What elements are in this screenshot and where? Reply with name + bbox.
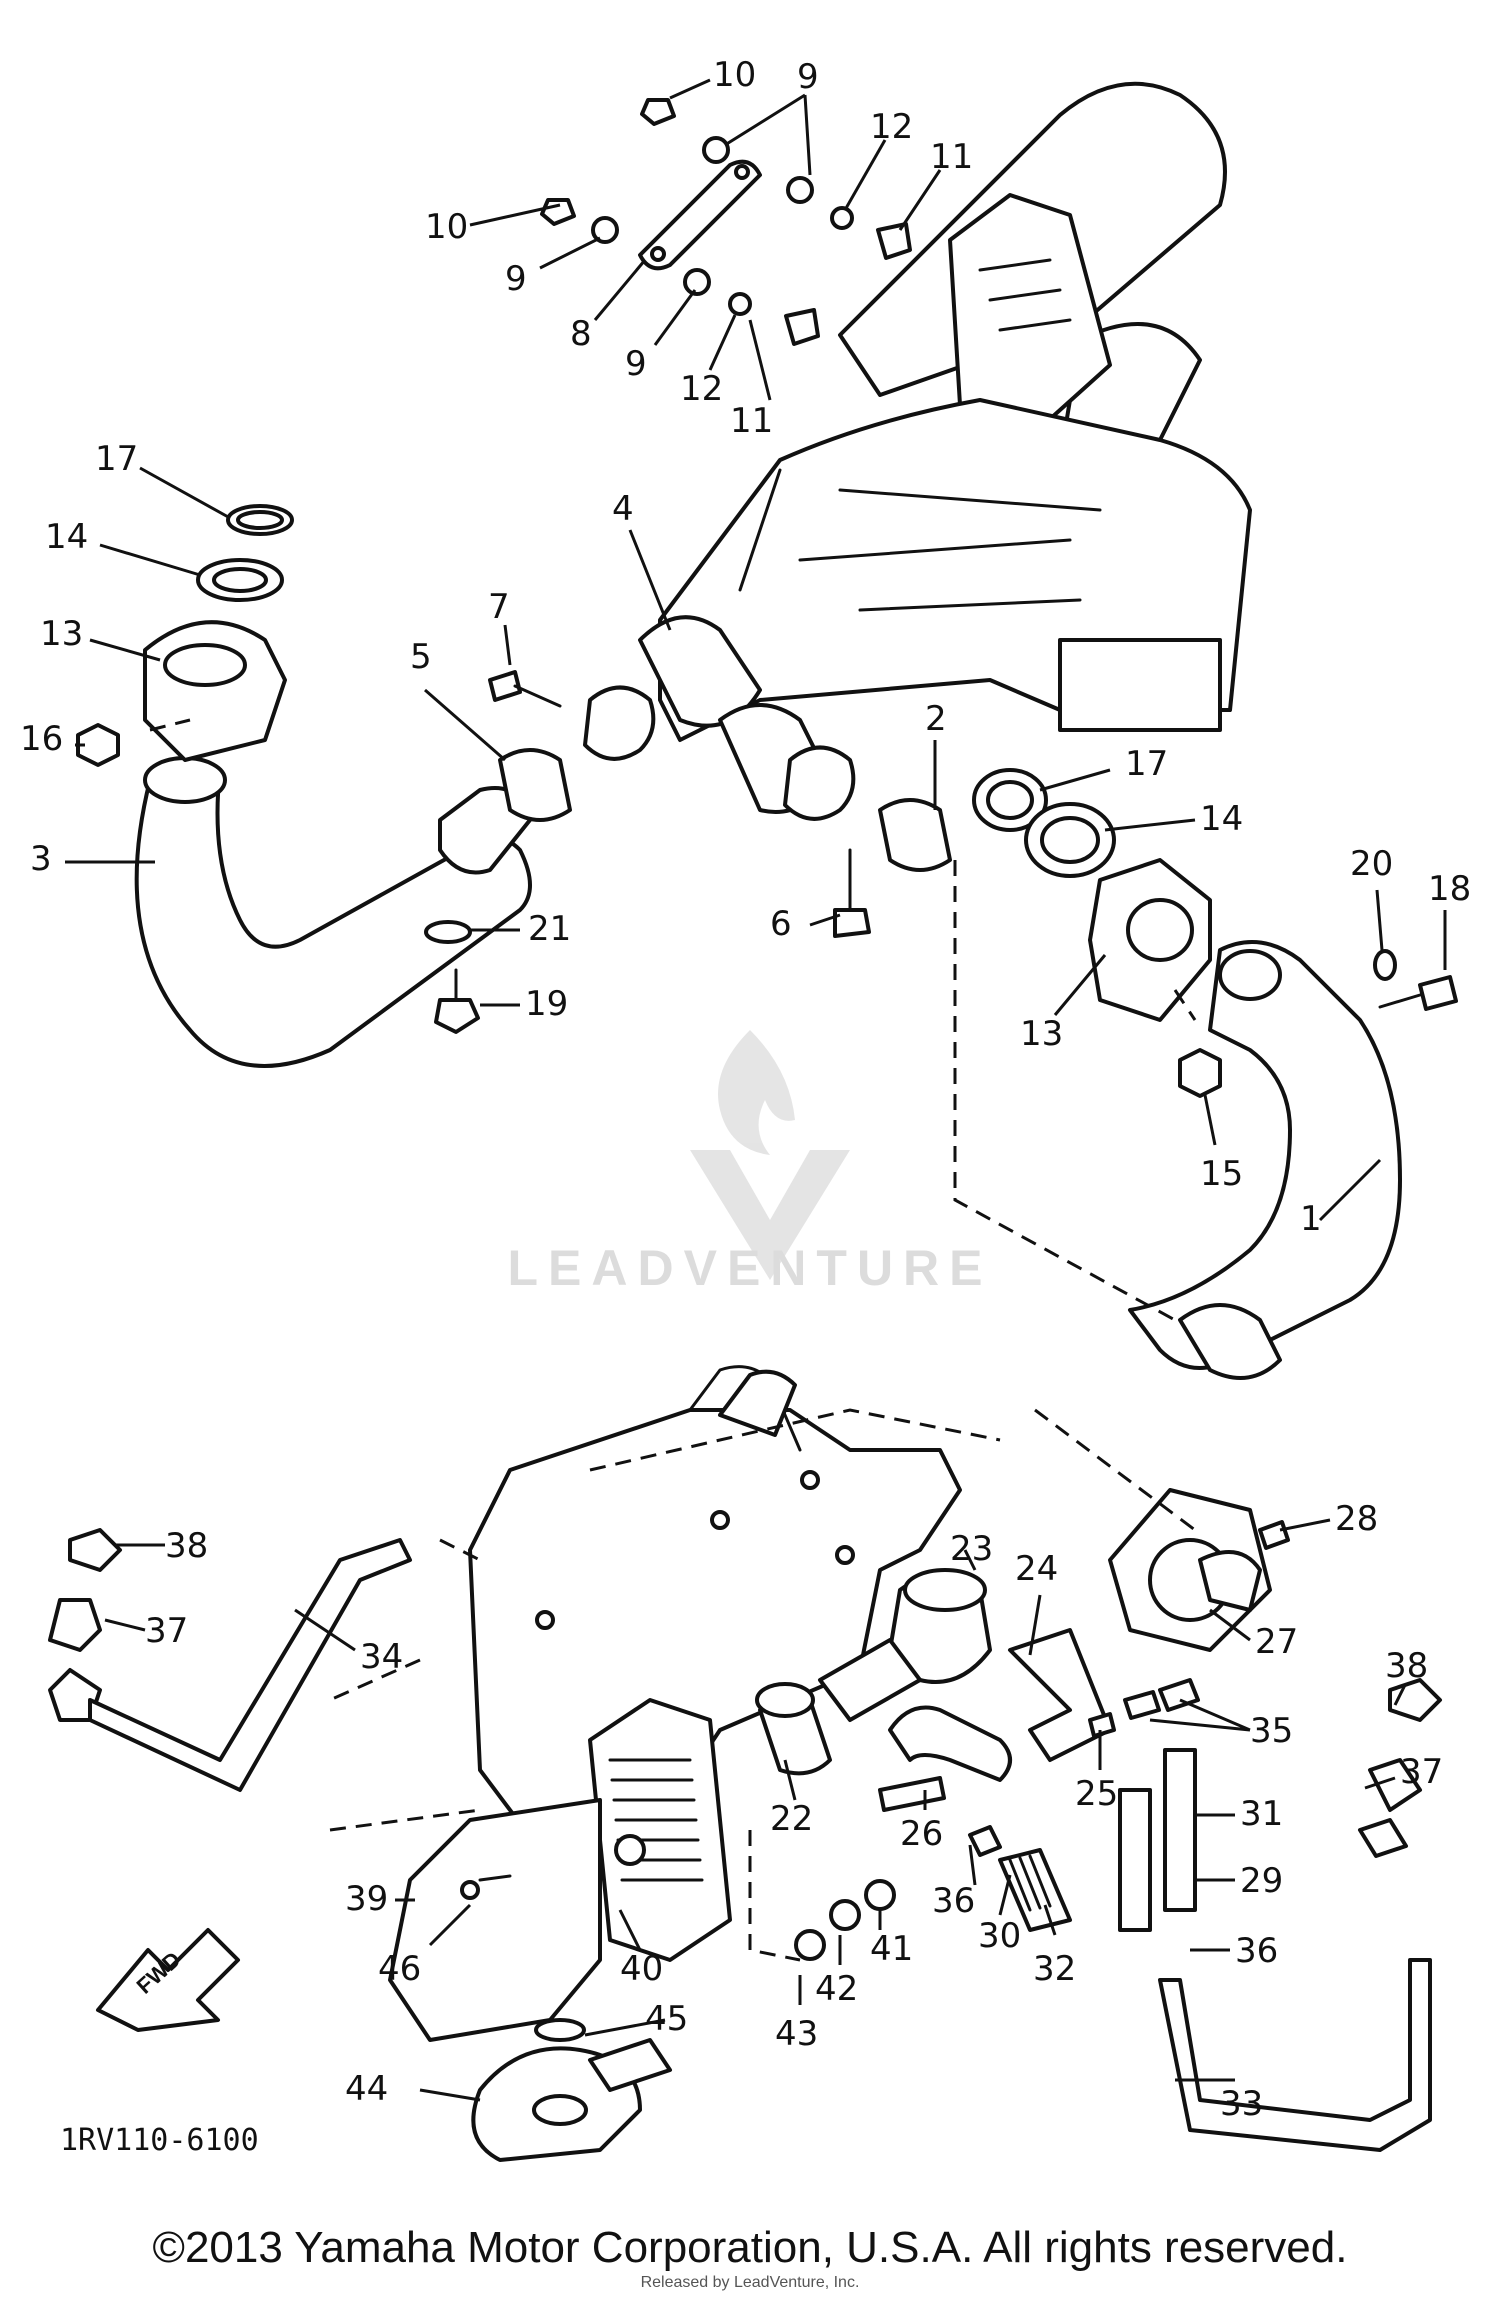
left-exhaust-pipe [76, 504, 572, 1068]
callout-23: 23 [950, 1529, 993, 1569]
callout-24: 24 [1015, 1549, 1058, 1589]
callout-21: 21 [528, 909, 571, 949]
callout-28: 28 [1335, 1499, 1378, 1539]
bracket-hardware [540, 98, 912, 346]
release-credit: Released by LeadVenture, Inc. [641, 2274, 860, 2291]
callout-37: 37 [145, 1611, 188, 1651]
callout-30: 30 [978, 1916, 1021, 1956]
callout-15: 15 [1200, 1154, 1243, 1194]
leadventure-watermark: LEADVENTURE [507, 1030, 992, 1296]
callout-36: 36 [932, 1881, 975, 1921]
callout-11: 11 [730, 401, 773, 441]
callout-34: 34 [360, 1637, 403, 1677]
link-line-lower-2 [589, 1408, 1001, 1472]
callout-10: 10 [425, 207, 468, 247]
callout-17: 17 [1125, 744, 1168, 784]
callout-18: 18 [1428, 869, 1471, 909]
callout-25: 25 [1075, 1774, 1118, 1814]
link-line-upper-1 [953, 860, 1176, 1322]
copyright-notice: ©2013 Yamaha Motor Corporation, U.S.A. A… [153, 2223, 1348, 2272]
link-line-lower-5 [748, 1830, 801, 1962]
callout-38: 38 [165, 1526, 208, 1566]
callout-35: 35 [1250, 1711, 1293, 1751]
callout-12: 12 [680, 369, 723, 409]
callout-46: 46 [378, 1949, 421, 1989]
callout-6: 6 [770, 904, 792, 944]
callout-27: 27 [1255, 1622, 1298, 1662]
callout-41: 41 [870, 1929, 913, 1969]
callout-29: 29 [1240, 1861, 1283, 1901]
callout-36: 36 [1235, 1931, 1278, 1971]
callout-14: 14 [1200, 799, 1243, 839]
callout-5: 5 [410, 637, 432, 677]
leader-lines [65, 78, 1447, 2102]
callout-16: 16 [20, 719, 63, 759]
callout-44: 44 [345, 2069, 388, 2109]
callout-3: 3 [30, 839, 52, 879]
watermark-text: LEADVENTURE [507, 1240, 992, 1296]
link-line-lower-1 [1034, 1408, 1196, 1532]
callout-20: 20 [1350, 844, 1393, 884]
callout-43: 43 [775, 2014, 818, 2054]
link-line-upper-2 [149, 718, 191, 732]
callout-10: 10 [713, 55, 756, 95]
right-exhaust-pipe [833, 768, 1458, 1380]
link-line-lower-3 [329, 1658, 421, 1702]
callout-38: 38 [1385, 1646, 1428, 1686]
link-line-lower-6 [439, 1538, 481, 1562]
muffler-assembly [583, 81, 1252, 821]
callout-32: 32 [1033, 1949, 1076, 1989]
callout-9: 9 [797, 57, 819, 97]
callout-2: 2 [925, 699, 947, 739]
callout-13: 13 [1020, 1014, 1063, 1054]
callout-40: 40 [620, 1949, 663, 1989]
callout-37: 37 [1400, 1752, 1443, 1792]
callout-1: 1 [1300, 1199, 1322, 1239]
link-line-upper-3 [1173, 989, 1197, 1021]
callout-17: 17 [95, 439, 138, 479]
callout-labels: 10 9 12 11 10 9 8 9 12 11 17 14 4 7 13 5… [20, 55, 1471, 2124]
callout-7: 7 [488, 587, 510, 627]
callout-45: 45 [645, 1999, 688, 2039]
callout-19: 19 [525, 984, 568, 1024]
callout-31: 31 [1240, 1794, 1283, 1834]
callout-33: 33 [1220, 2084, 1263, 2124]
callout-13: 13 [40, 614, 83, 654]
callout-9: 9 [625, 344, 647, 384]
callout-42: 42 [815, 1969, 858, 2009]
callout-11: 11 [930, 137, 973, 177]
air-induction-assembly: FWD [48, 1365, 1442, 2162]
callout-9: 9 [505, 259, 527, 299]
callout-12: 12 [870, 107, 913, 147]
link-line-lower-4 [329, 1808, 481, 1832]
callout-22: 22 [770, 1799, 813, 1839]
callout-26: 26 [900, 1814, 943, 1854]
callout-4: 4 [612, 489, 634, 529]
callout-39: 39 [345, 1879, 388, 1919]
callout-14: 14 [45, 517, 88, 557]
callout-8: 8 [570, 314, 592, 354]
diagram-reference-code: 1RV110-6100 [60, 2123, 259, 2158]
